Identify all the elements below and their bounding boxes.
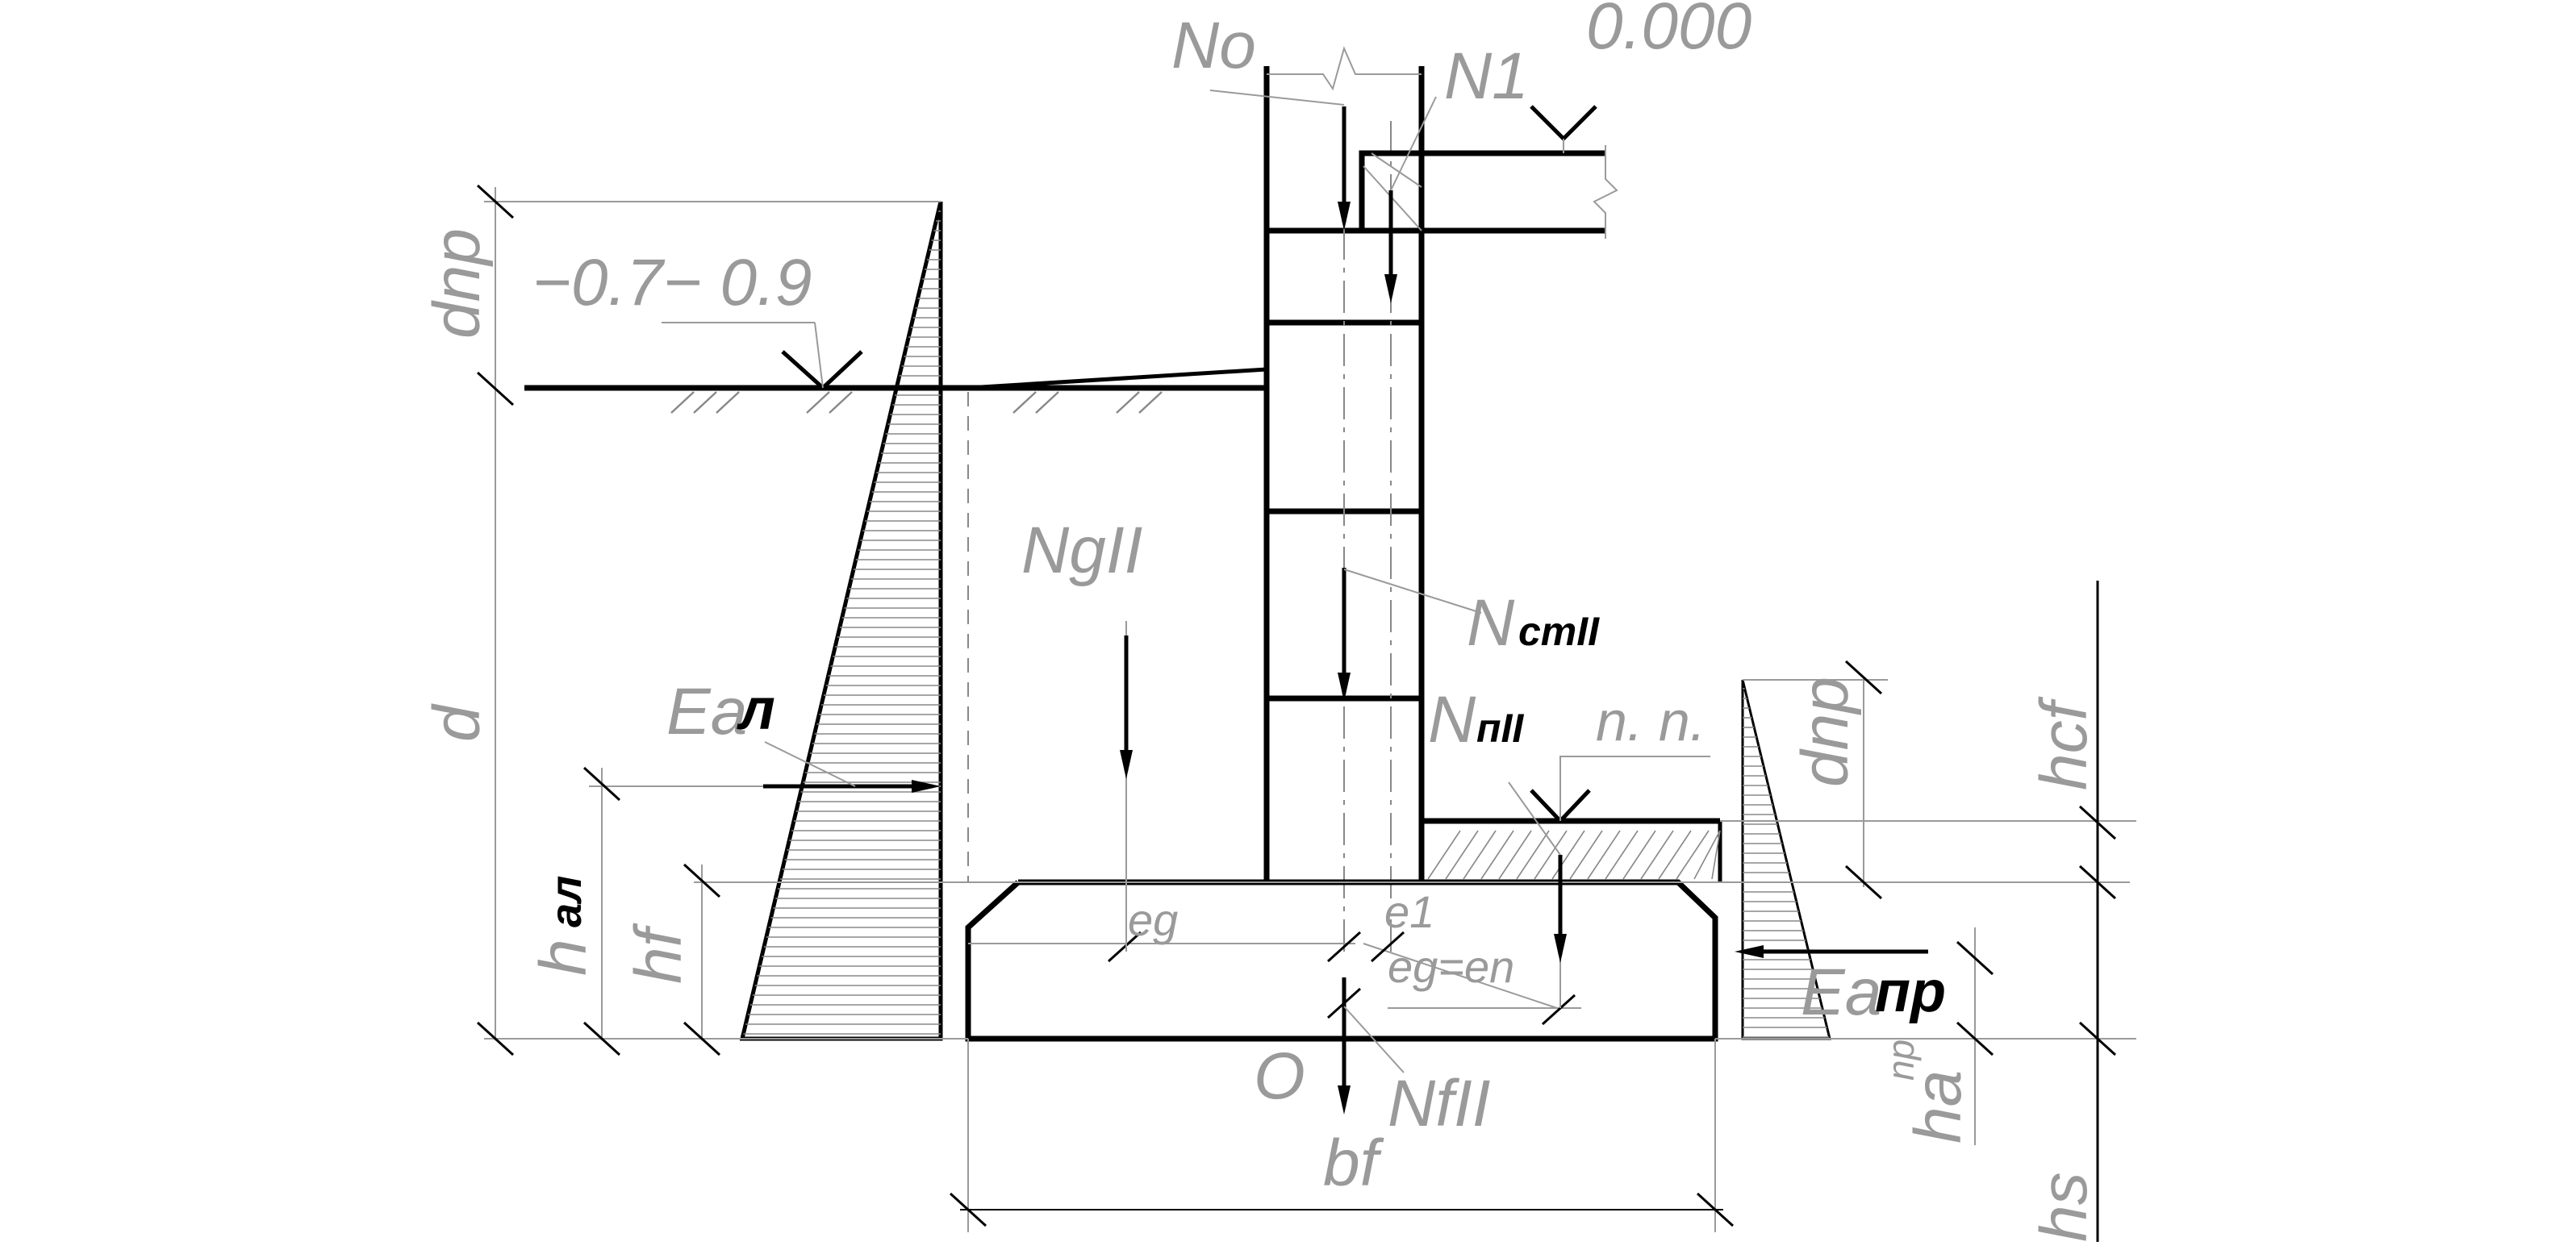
label-n-n: n. n. — [1596, 690, 1706, 752]
floor-slab — [1359, 105, 1618, 239]
arrow-Ea-left — [763, 741, 941, 793]
label-NgII: NgII — [1021, 514, 1142, 587]
label-hcf: hcf — [2027, 696, 2101, 790]
hatch-line — [1427, 830, 1461, 880]
label-dnp-left: dnp — [420, 228, 494, 339]
label-NpII-main: N — [1428, 683, 1476, 756]
hatch-line — [1551, 830, 1585, 880]
label-hs: hs — [2027, 1172, 2101, 1242]
label-ha-sup: np — [1880, 1040, 1922, 1081]
label-bf: bf — [1323, 1127, 1384, 1200]
label-d: d — [420, 703, 494, 742]
arrow-NpII — [1508, 781, 1567, 963]
label-ha: ha — [1902, 1070, 1975, 1144]
label-hal-main: h — [527, 939, 600, 976]
label-e1: e1 — [1384, 886, 1434, 937]
label-Ea-left-sub: л — [737, 677, 775, 742]
arrow-NgII — [1120, 635, 1133, 779]
label-level-ground: −0.7− 0.9 — [532, 246, 812, 319]
bottom-dimension — [949, 1039, 1735, 1232]
hatch-line — [1569, 830, 1603, 880]
hatch-line — [1534, 830, 1568, 880]
label-N1: N1 — [1444, 40, 1529, 113]
label-eg: eg — [1128, 894, 1178, 945]
label-NfII: NfII — [1388, 1067, 1491, 1140]
hatch-line — [1463, 830, 1497, 880]
internal-floor — [1422, 756, 1722, 882]
hatch-line — [1693, 830, 1721, 880]
label-hf: hf — [622, 923, 695, 984]
label-eg-en: eg=en — [1388, 941, 1514, 992]
label-level-zero: 0.000 — [1586, 0, 1751, 63]
left-dimensions — [476, 184, 721, 1056]
labels: 0.000 −0.7− 0.9 No N1 NgII N стII Ea л N… — [420, 0, 2101, 1242]
label-NstII-main: N — [1467, 586, 1515, 660]
arrow-NstII — [1338, 568, 1482, 702]
arrow-Ea-right — [1735, 945, 1928, 958]
hatch-line — [1498, 830, 1532, 880]
footing — [941, 879, 2130, 1042]
hatch-line — [1640, 830, 1674, 880]
hatch-line — [1658, 830, 1692, 880]
label-N0: No — [1171, 9, 1256, 82]
hatch-line — [1711, 830, 1721, 880]
hatch-line — [1587, 830, 1621, 880]
label-dnp-right: dnp — [1789, 677, 1862, 787]
hatch-line — [1605, 830, 1639, 880]
reference-lines — [484, 201, 2136, 1040]
label-O: O — [1254, 1040, 1305, 1113]
label-NpII-sub: пII — [1476, 706, 1524, 751]
hatch-line — [1445, 830, 1479, 880]
label-Ea-right-sub: пр — [1875, 960, 1946, 1024]
eccentricity-ticks — [1107, 621, 1576, 1026]
right-dimensions — [1844, 581, 2117, 1242]
force-arrows — [763, 90, 1928, 1115]
label-Ea-right-main: Ea — [1801, 956, 1881, 1029]
hatch-line — [1676, 830, 1710, 880]
hatch-line — [1480, 830, 1514, 880]
ground-surface — [524, 322, 1267, 414]
arrow-N0 — [1209, 90, 1351, 231]
label-Ea-left-main: Ea — [666, 675, 747, 748]
arrow-NfII — [1338, 977, 1405, 1115]
label-hal-sub: ал — [542, 876, 591, 927]
left-pressure-diagram — [739, 201, 943, 1041]
hatch-line — [1516, 830, 1550, 880]
hatch-line — [1622, 830, 1656, 880]
label-NstII-sub: стII — [1518, 609, 1600, 654]
arrow-N1 — [1384, 96, 1437, 303]
